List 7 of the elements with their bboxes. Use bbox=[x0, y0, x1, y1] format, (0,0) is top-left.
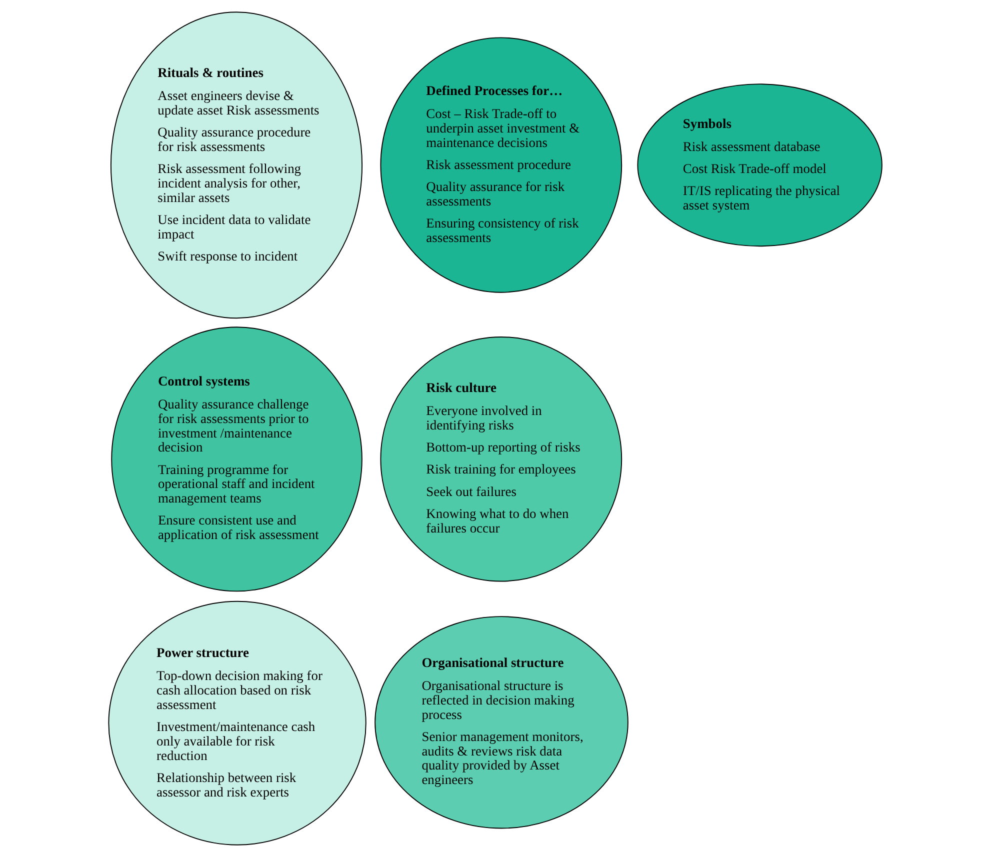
node-circle: Power structure Top-down decision making for cash allocation based on risk assessment Investment/maintenance cash only available for risk reduction Relationship between risk assessor and risk experts bbox=[108, 600, 366, 846]
node-ellipse: Organisational structure Organisational structure is reflected in decision making process Senior management monitors, audits & reviews risk data quality provided by Asset engineers bbox=[374, 616, 628, 829]
node-circle: Control systems Quality assurance challenge for risk assessments prior to investment /maintenance decision Training programme for operational staff and incident management teams Ensure consistent use and application of risk assessment bbox=[110, 326, 362, 592]
node-circle: Risk culture Everyone involved in identifying risks Bottom-up reporting of risks Risk training for employees Seek out failures Knowing what to do when failures occur bbox=[380, 336, 622, 582]
node-ellipse: Rituals & routines Asset engineers devise & update asset Risk assessments Quality assurance procedure for risk assessments Risk assessment following incident analysis for other, similar assets Use incident data to validate impact Swift response to incident bbox=[110, 12, 362, 319]
node-ellipse: Symbols Risk assessment database Cost Risk Trade-off model IT/IS replicating the physical asset system bbox=[636, 84, 882, 247]
node-circle: Defined Processes for… Cost – Risk Trade-off to underpin asset investment & maintenance decisions Risk assessment procedure Quality assurance for risk assessments Ensuring consistency of risk assessments bbox=[380, 37, 622, 293]
